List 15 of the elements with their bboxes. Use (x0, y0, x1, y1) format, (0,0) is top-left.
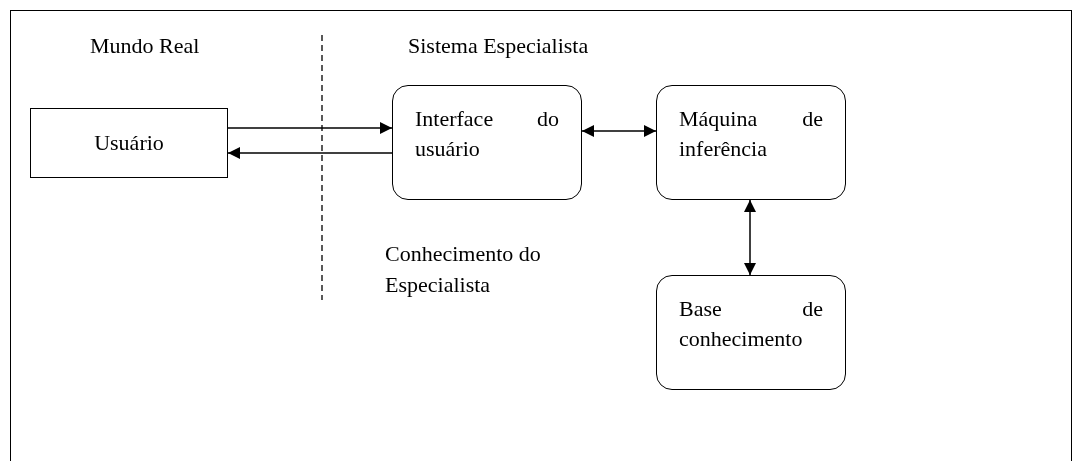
region-label: Mundo Real (90, 32, 200, 60)
node-text: Base de conhecimento (679, 295, 823, 353)
region-label: Conhecimento do Especialista (385, 240, 542, 299)
entity-box (30, 108, 228, 178)
process-box (656, 275, 846, 390)
region-label: Sistema Especialista (408, 32, 589, 60)
node-text: Interface do usuário (415, 105, 559, 163)
process-box (392, 85, 582, 200)
arrow (744, 199, 756, 276)
arrow (227, 122, 393, 134)
node-text: Máquina de inferência (679, 105, 823, 163)
arrow (581, 125, 657, 137)
node-text: Usuário (93, 129, 165, 157)
arrow (227, 147, 393, 159)
process-box (656, 85, 846, 200)
